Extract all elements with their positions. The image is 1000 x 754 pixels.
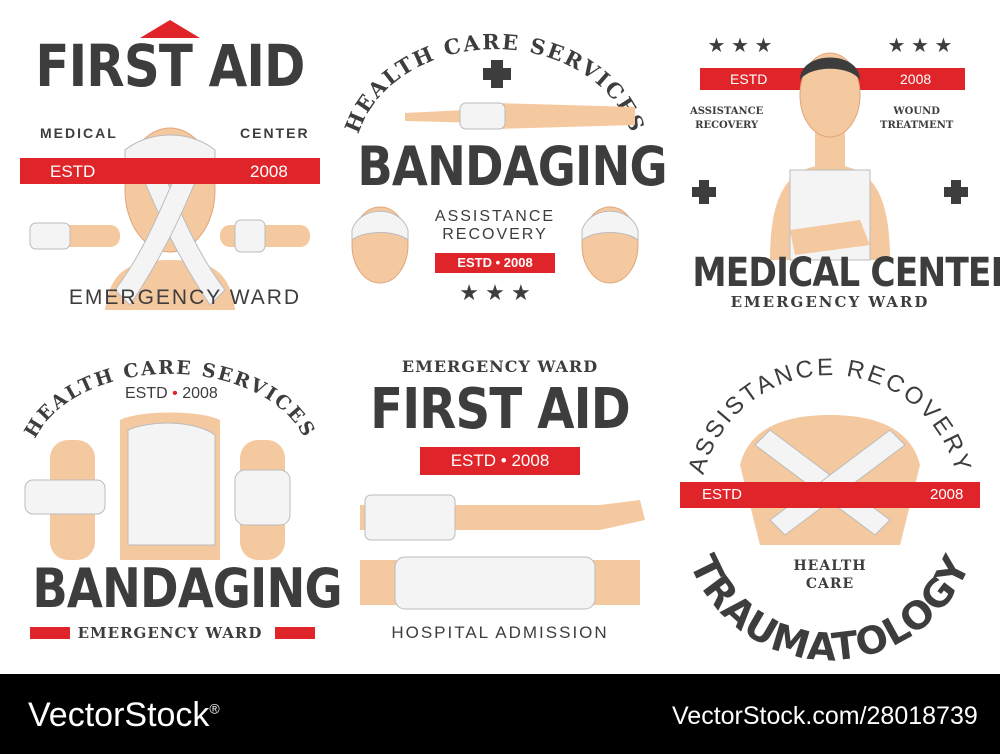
estd-ribbon: ESTD • 2008	[420, 447, 580, 475]
left-label: MEDICAL	[40, 125, 118, 141]
bandaged-hands-illustration	[29, 219, 310, 253]
red-bar-left	[30, 627, 70, 639]
footer-bar: VectorStock® VectorStock.com/28018739	[0, 674, 1000, 754]
ribbon-text: ESTD • 2008	[457, 255, 533, 270]
bandaged-limbs-illustration	[24, 412, 291, 560]
estd-ribbon: ESTD • 2008	[435, 253, 555, 273]
ribbon-right-text: 2008	[930, 486, 964, 503]
emblem-bottom-text: EMERGENCY WARD	[77, 624, 263, 642]
stars-icon: ★ ★ ★ ★ ★ ★	[708, 35, 953, 57]
footer-url[interactable]: VectorStock.com/28018739	[672, 702, 978, 730]
left-label: ASSISTANCE RECOVERY	[690, 106, 764, 131]
man-with-arm-sling-illustration	[770, 52, 890, 261]
subtitle-line-2: RECOVERY	[442, 226, 548, 243]
right-label: WOUND TREATMENT	[880, 106, 954, 131]
red-bar-right	[275, 627, 315, 639]
red-triangle-icon	[140, 20, 200, 38]
bandaged-heads-illustration	[351, 206, 639, 284]
estd-ribbon: ESTD 2008	[680, 482, 980, 508]
emblem-bottom-text: EMERGENCY WARD	[68, 286, 302, 309]
registered-mark: ®	[209, 700, 220, 717]
dot-icon: •	[172, 385, 178, 402]
emblem-bottom-text: HOSPITAL ADMISSION	[391, 623, 609, 642]
subtitle-line-1: ASSISTANCE	[434, 208, 556, 225]
emblem-top-text: EMERGENCY WARD	[401, 357, 599, 376]
emblem-bottom-text: EMERGENCY WARD	[730, 293, 930, 311]
emblem-title: FIRST AID	[370, 377, 630, 442]
ribbon-left-text: ESTD	[50, 162, 96, 181]
emblem-title: BANDAGING	[357, 135, 667, 198]
emblem-first-aid-hospital-admission: EMERGENCY WARD FIRST AID ESTD • 2008 HOS…	[340, 345, 660, 665]
bandaged-torso-illustration	[740, 415, 920, 545]
right-label: CENTER	[240, 125, 310, 141]
emblem-medical-center: ★ ★ ★ ★ ★ ★ ESTD 2008 ASSISTANCE RECOVER…	[670, 10, 1000, 330]
ribbon-right-text: 2008	[900, 71, 932, 87]
emblem-first-aid-medical-center: FIRST AID MEDICAL CENTER ESTD 2008 EMERG…	[10, 10, 330, 330]
red-cross-icon	[483, 60, 511, 88]
emblem-title: MEDICAL CENTER	[692, 250, 1000, 296]
emblem-bandaging-health-care: HEALTH CARE SERVICES BANDAGING ASSISTANC…	[335, 10, 668, 330]
cross-icon	[692, 180, 716, 204]
ribbon-left-text: ESTD	[730, 71, 768, 87]
svg-text:★ ★ ★: ★ ★ ★	[459, 280, 530, 305]
bandaged-arm-and-leg-illustration	[360, 494, 645, 610]
estd-year: 2008	[182, 385, 218, 402]
brand-logo: VectorStock®	[28, 696, 220, 735]
ribbon-left-text: ESTD	[702, 486, 743, 503]
estd-label: ESTD	[125, 385, 168, 402]
bandaged-arm-illustration	[405, 102, 635, 130]
emblem-title: BANDAGING	[32, 557, 342, 620]
estd-text: ESTD • 2008	[125, 385, 218, 403]
emblem-title: FIRST AID	[35, 32, 305, 100]
svg-text:★ ★ ★: ★ ★ ★	[708, 35, 773, 57]
brand-name: VectorStock	[28, 696, 210, 734]
stars-icon: ★ ★ ★	[459, 280, 530, 305]
cross-icon	[944, 180, 968, 204]
emblem-traumatology: ASSISTANCE RECOVERY TRAUMATOLOGY ESTD 20…	[670, 345, 990, 670]
ribbon-text: ESTD • 2008	[450, 451, 550, 470]
emblem-bandaging-emergency-ward: HEALTH CARE SERVICES ESTD • 2008 BANDAGI…	[10, 345, 342, 665]
estd-ribbon: ESTD 2008	[20, 158, 320, 184]
svg-text:★ ★ ★: ★ ★ ★	[888, 35, 953, 57]
ribbon-right-text: 2008	[250, 162, 288, 181]
center-label: HEALTH CARE	[793, 558, 867, 592]
